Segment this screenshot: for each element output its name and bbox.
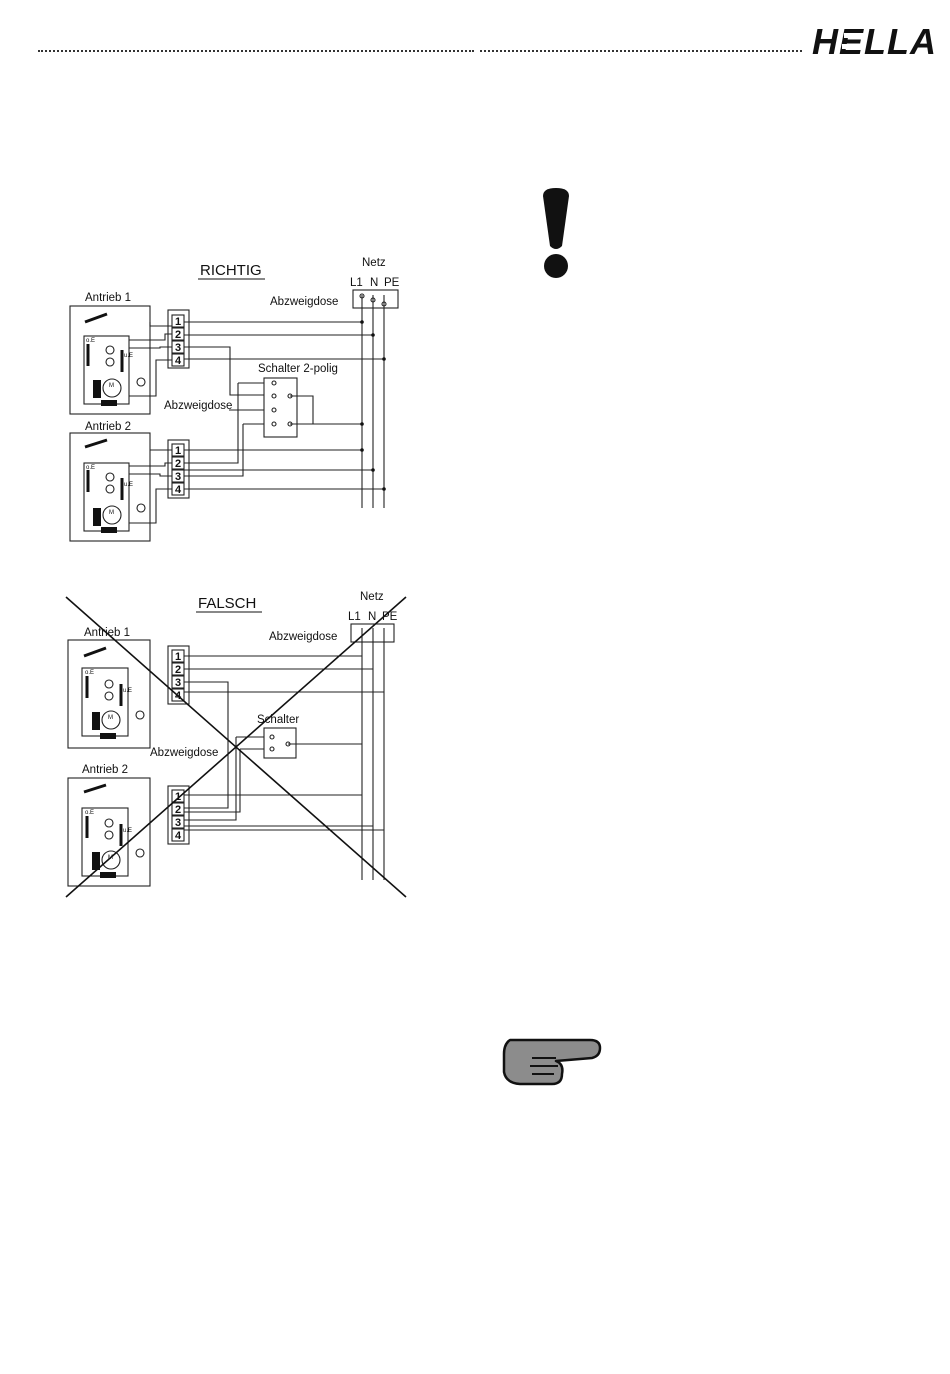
terminal-2c: 2 bbox=[175, 664, 181, 676]
junction-box-top-wrong: Abzweigdose bbox=[269, 631, 337, 643]
terminal-n-wrong: N bbox=[368, 611, 376, 623]
terminal-2a: 2 bbox=[175, 329, 181, 341]
junction-box-mid-wrong: Abzweigdose bbox=[150, 747, 218, 759]
title-wrong: FALSCH bbox=[198, 595, 256, 612]
drive-1-label: Antrieb 1 bbox=[85, 292, 131, 304]
terminal-3d: 3 bbox=[175, 817, 181, 829]
diagram-wrong: FALSCH Netz L1 N PE Abzweigdose Antrieb … bbox=[66, 591, 406, 897]
drive-2-label-wrong: Antrieb 2 bbox=[82, 764, 128, 776]
switch-box bbox=[264, 378, 297, 437]
limit-bottom-1: u.E bbox=[124, 353, 133, 359]
terminal-pe: PE bbox=[384, 277, 400, 289]
limit-bottom-4: u.E bbox=[123, 828, 132, 834]
title-correct: RICHTIG bbox=[200, 262, 262, 279]
mains-label-wrong: Netz bbox=[360, 591, 384, 603]
motor-3: M bbox=[108, 715, 113, 721]
terminal-2b: 2 bbox=[175, 458, 181, 470]
motor-2: M bbox=[109, 510, 114, 516]
terminal-l1-wrong: L1 bbox=[348, 611, 361, 623]
junction-box-mid: Abzweigdose bbox=[164, 400, 232, 412]
limit-top-4: o.E bbox=[85, 810, 94, 816]
limit-bottom-3: u.E bbox=[123, 688, 132, 694]
terminal-1b: 1 bbox=[175, 445, 181, 457]
terminal-n: N bbox=[370, 277, 378, 289]
terminal-3a: 3 bbox=[175, 342, 181, 354]
switch-label: Schalter 2-polig bbox=[258, 363, 338, 375]
terminal-1a: 1 bbox=[175, 316, 181, 328]
terminal-4d: 4 bbox=[175, 830, 182, 842]
drive-2-box bbox=[70, 433, 150, 541]
terminal-2d: 2 bbox=[175, 804, 181, 816]
switch-label-wrong: Schalter bbox=[257, 714, 299, 726]
pointing-hand-icon bbox=[504, 1040, 600, 1084]
junction-box-top: Abzweigdose bbox=[270, 296, 338, 308]
terminal-1c: 1 bbox=[175, 651, 181, 663]
terminal-3c: 3 bbox=[175, 677, 181, 689]
diagram-correct: RICHTIG Netz L1 N PE Abzweigdose Antrieb… bbox=[70, 257, 400, 541]
drive-2-label: Antrieb 2 bbox=[85, 421, 131, 433]
terminal-4b: 4 bbox=[175, 484, 182, 496]
limit-top-1: o.E bbox=[86, 338, 95, 344]
exclamation-icon bbox=[543, 188, 569, 278]
terminal-4a: 4 bbox=[175, 355, 182, 367]
drive-1-box bbox=[70, 306, 150, 414]
limit-bottom-2: u.E bbox=[124, 482, 133, 488]
terminal-l1: L1 bbox=[350, 277, 363, 289]
motor-1: M bbox=[109, 383, 114, 389]
limit-top-3: o.E bbox=[85, 670, 94, 676]
terminal-3b: 3 bbox=[175, 471, 181, 483]
mains-label: Netz bbox=[362, 257, 386, 269]
